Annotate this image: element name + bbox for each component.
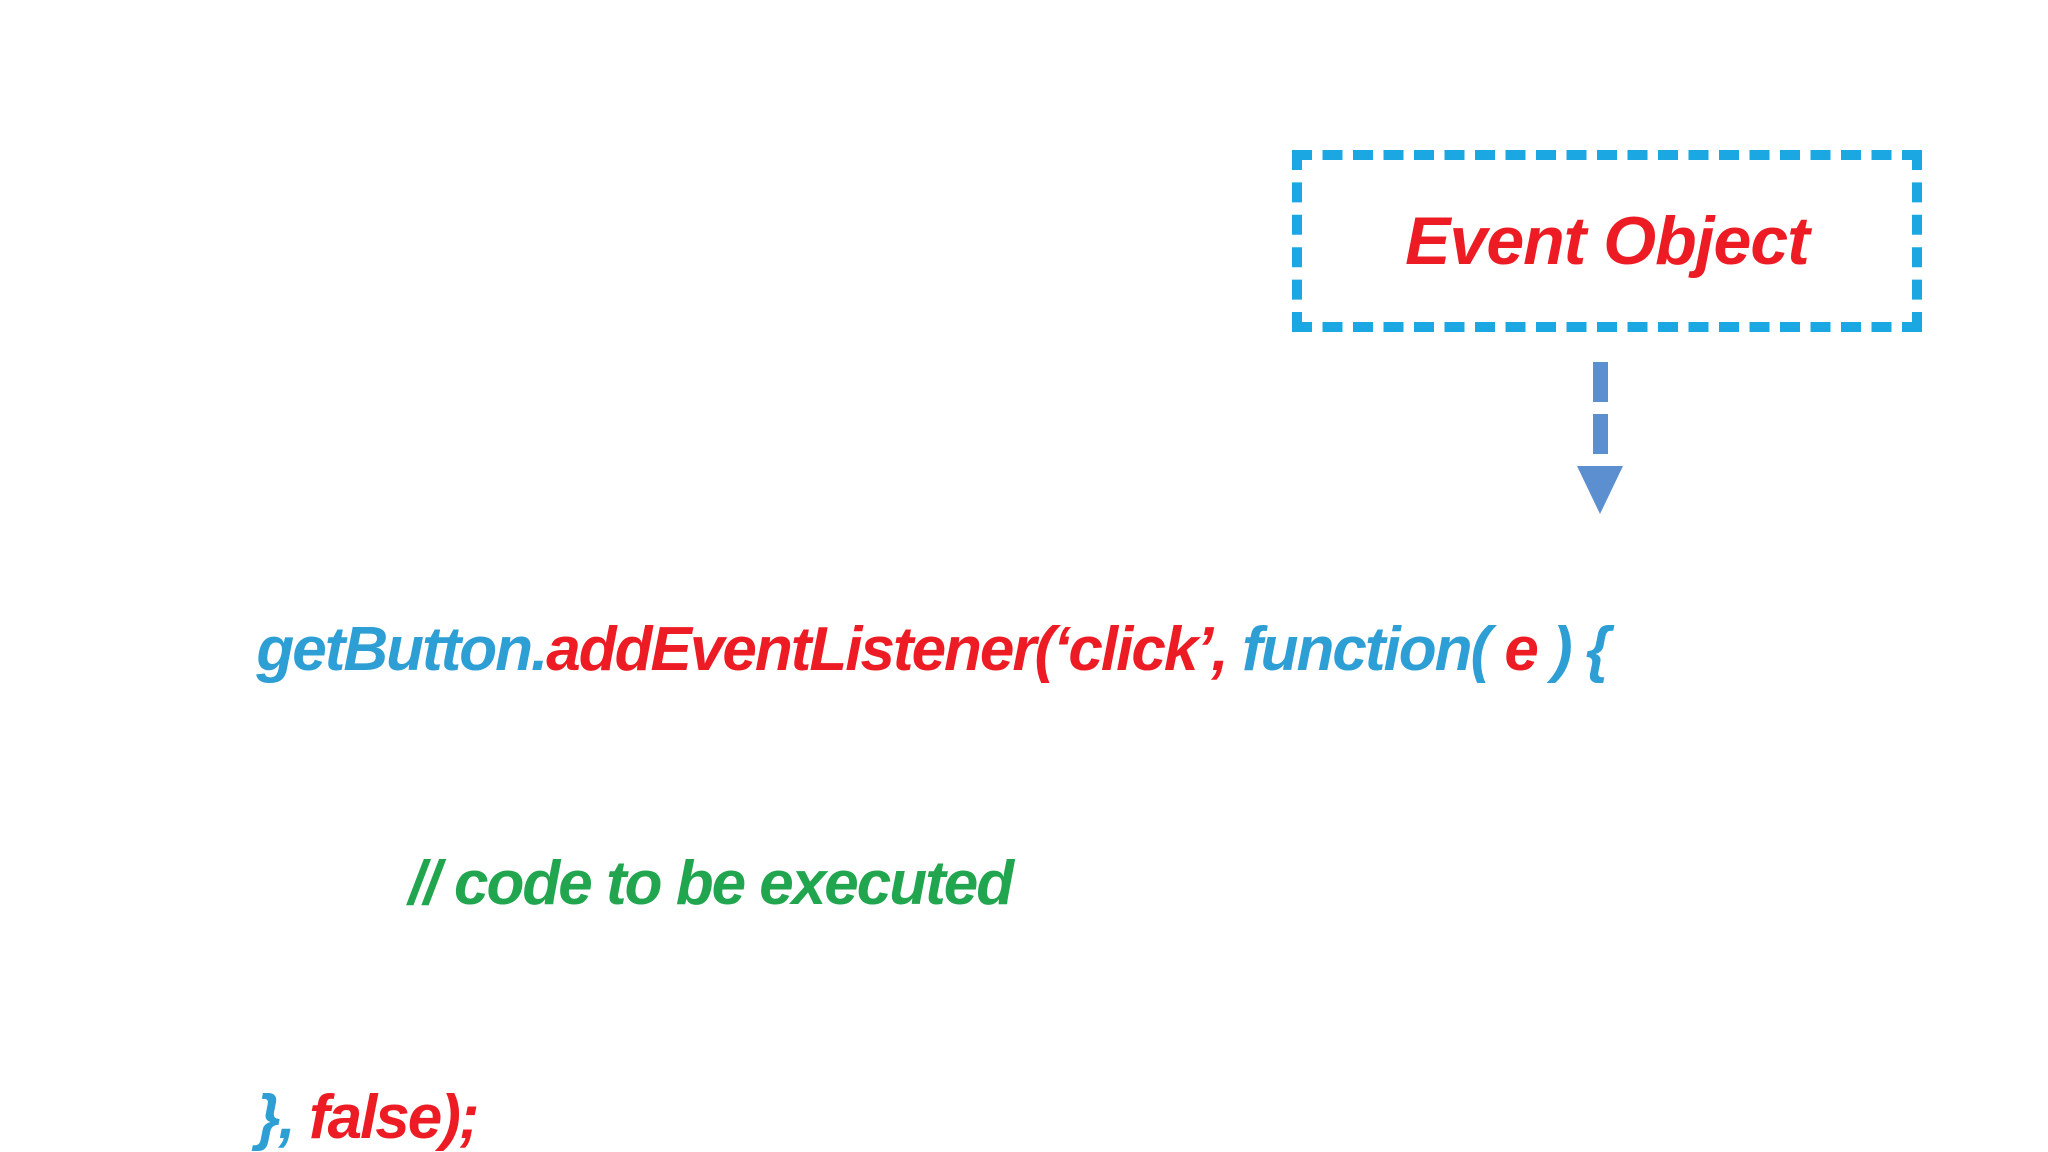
- code-line-1: getButton.addEventListener(‘click’, func…: [165, 533, 1610, 767]
- code-line-2: // code to be executed: [165, 767, 1608, 1001]
- code-token-event-param: e: [1504, 615, 1539, 684]
- event-object-label: Event Object: [1405, 203, 1810, 279]
- code-line-3: }, false);: [165, 1001, 1608, 1152]
- code-token-object: getButton.: [256, 615, 548, 684]
- arrow-dash: [1592, 362, 1608, 402]
- arrow-head: [1577, 466, 1623, 514]
- code-token-close-brace: },: [256, 1083, 295, 1152]
- code-snippet: getButton.addEventListener(‘click’, func…: [165, 533, 1610, 1152]
- code-token-false-arg: false);: [293, 1083, 480, 1152]
- arrow-dash: [1592, 414, 1608, 454]
- down-arrow-icon: [1577, 362, 1623, 514]
- code-token-open-brace: ) {: [1536, 615, 1610, 684]
- code-token-comment: // code to be executed: [408, 849, 1014, 918]
- event-object-box: Event Object: [1292, 150, 1922, 332]
- code-token-method-call: addEventListener(‘click’,: [546, 615, 1228, 684]
- code-token-function-keyword: function(: [1226, 615, 1505, 684]
